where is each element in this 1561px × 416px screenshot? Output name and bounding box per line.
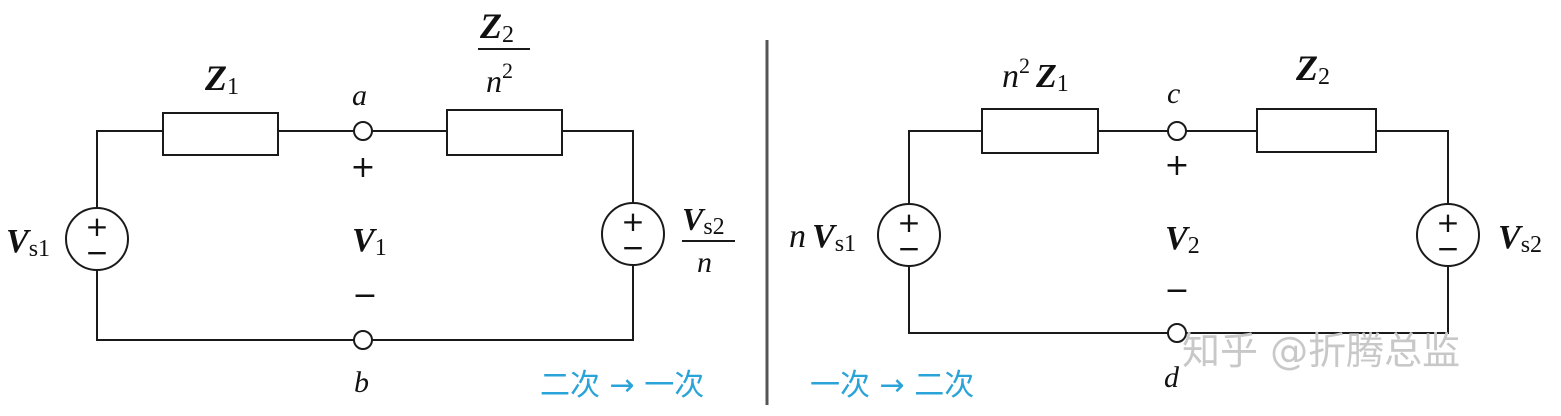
left-source-vs2-minus: − (621, 231, 644, 264)
left-wire-top-right (562, 130, 634, 204)
left-circuit: + − + − Z1 Z2 n2 a b + − V1 Vs1 Vs2 n 二次… (6, 6, 735, 403)
right-wire-right-bottom (1186, 265, 1449, 334)
right-impedance-n2-z1 (981, 108, 1099, 154)
right-v2-plus: + (1164, 148, 1189, 183)
right-wire-top-left (908, 130, 982, 204)
left-wire-top-left (96, 130, 163, 208)
left-impedance-z2-over-n2 (446, 109, 563, 156)
right-wire-top-right (1376, 130, 1449, 205)
right-label-z2: Z2 (1295, 48, 1330, 90)
right-terminal-d (1167, 323, 1187, 343)
left-v1-plus: + (350, 150, 375, 185)
right-source-vs2-minus: − (1436, 232, 1459, 265)
left-label-vs1: Vs1 (6, 223, 50, 262)
left-label-v1: V1 (352, 222, 387, 261)
right-node-d: d (1164, 361, 1180, 394)
left-node-b: b (354, 366, 369, 399)
right-source-vs2 (1416, 203, 1480, 267)
left-terminal-a (353, 121, 373, 141)
left-source-vs2-over-n (601, 202, 665, 266)
right-impedance-z2 (1256, 108, 1377, 153)
right-source-vs1-plus: + (897, 206, 920, 239)
left-node-a: a (352, 79, 367, 112)
right-node-c: c (1167, 77, 1180, 110)
left-label-vs2: Vs2 (682, 201, 725, 240)
left-wire-right-bottom (372, 264, 634, 341)
left-wire-bottom-left (96, 270, 354, 341)
right-v2-minus: − (1164, 273, 1189, 308)
right-label-vs2: Vs2 (1498, 219, 1542, 258)
left-source-vs2-plus: + (621, 205, 644, 238)
left-caption: 二次 → 一次 (540, 368, 704, 403)
left-terminal-b (353, 330, 373, 350)
right-terminal-c (1167, 121, 1187, 141)
watermark: 知乎 @折腾总监 (1182, 329, 1460, 373)
right-source-vs1-minus: − (897, 232, 920, 265)
left-label-n-squared: n2 (486, 58, 513, 99)
left-source-vs1-minus: − (85, 236, 108, 269)
left-label-z2: Z2 (479, 6, 514, 48)
left-source-vs1-plus: + (85, 210, 108, 243)
right-source-vs2-plus: + (1436, 206, 1459, 239)
left-label-vs2-denominator: n (697, 246, 712, 279)
right-caption: 一次 → 二次 (810, 368, 974, 403)
right-source-n-vs1 (877, 203, 941, 267)
left-label-z1: Z1 (204, 58, 239, 100)
left-source-vs1 (65, 207, 129, 271)
right-label-v2: V2 (1165, 220, 1200, 259)
right-wire-bottom-left (908, 266, 1168, 334)
left-v1-minus: − (352, 278, 377, 313)
left-impedance-z1 (162, 112, 279, 156)
